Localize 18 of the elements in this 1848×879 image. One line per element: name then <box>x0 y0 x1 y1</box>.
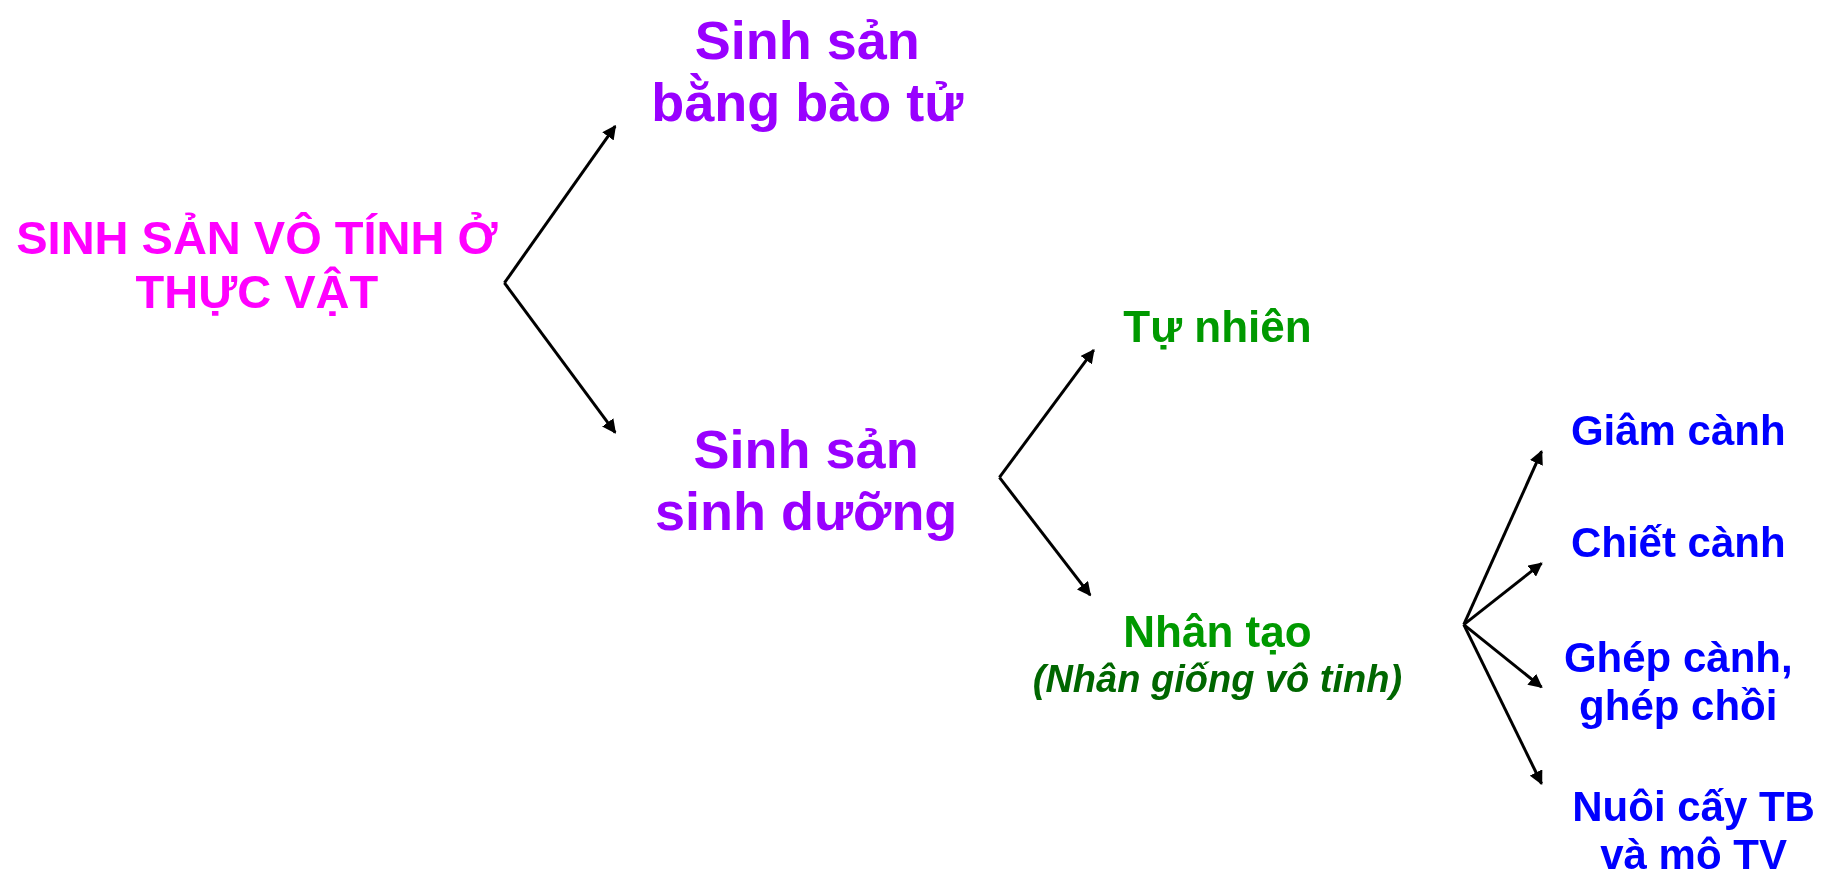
arrow <box>1462 624 1543 785</box>
arrow <box>1462 623 1543 689</box>
node-label: Giâm cành <box>1570 406 1786 455</box>
arrow <box>503 281 617 434</box>
node-label: Nuôi cấy TB và mô TV <box>1571 783 1816 879</box>
node-label: SINH SẢN VÔ TÍNH Ở THỰC VẬT <box>15 211 499 320</box>
arrow <box>1462 562 1543 626</box>
arrow <box>503 124 617 284</box>
node-label: Chiết cành <box>1570 518 1786 567</box>
node-subtitle: (Nhân giống vô tinh) <box>1032 657 1403 702</box>
node-label: Nhân tạo <box>1123 606 1312 658</box>
arrow <box>998 476 1092 597</box>
node-label: Tự nhiên <box>1123 301 1312 353</box>
node-label: Sinh sản bằng bào tử <box>650 9 965 134</box>
node-label: Ghép cành, ghép chồi <box>1562 634 1794 731</box>
node-label: Sinh sản sinh dưỡng <box>653 418 959 543</box>
arrow <box>1462 450 1543 626</box>
arrow <box>998 348 1095 479</box>
